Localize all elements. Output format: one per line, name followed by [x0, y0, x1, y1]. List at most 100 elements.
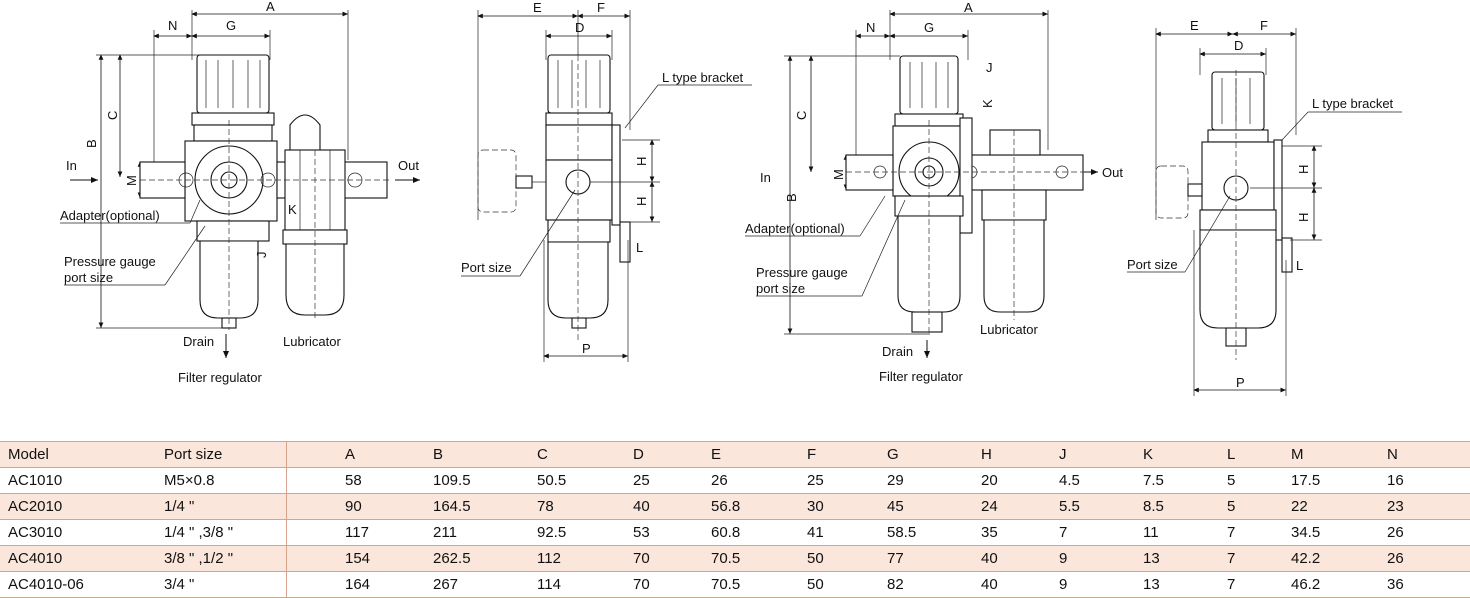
gauge-label-1b: port size — [64, 270, 113, 285]
col-header-d: D — [633, 446, 644, 463]
dimensions-table: Model Port size A B C D E F G H J K L M … — [0, 441, 1470, 598]
dim-d-label-1: D — [575, 20, 584, 35]
col-header-l: L — [1227, 446, 1236, 463]
table-cell: 5 — [1227, 472, 1236, 489]
table-cell: 78 — [537, 498, 554, 515]
table-cell: 82 — [887, 576, 904, 593]
dim-e-label-2: E — [1190, 18, 1199, 33]
filter-regulator-label-2: Filter regulator — [879, 369, 963, 384]
port-size-label-2: Port size — [1127, 257, 1178, 272]
table-cell: 50 — [807, 550, 824, 567]
table-cell: 7 — [1227, 576, 1236, 593]
dim-a-label: A — [266, 0, 275, 14]
col-header-m: M — [1291, 446, 1304, 463]
table-cell: 60.8 — [711, 524, 741, 541]
dim-c-label-2: C — [794, 111, 809, 120]
col-header-j: J — [1059, 446, 1067, 463]
table-cell: 1/4 " — [156, 493, 287, 520]
table-cell: AC2010 — [8, 498, 63, 515]
table-cell: 70.5 — [711, 576, 741, 593]
dim-g-label-2: G — [924, 20, 934, 35]
table-cell: AC3010 — [8, 524, 63, 541]
table-cell: 40 — [633, 498, 650, 515]
dim-h-label-1a: H — [634, 157, 649, 166]
dim-p-label-2: P — [1236, 375, 1245, 390]
table-cell: 9 — [1059, 576, 1068, 593]
dim-j-label: J — [254, 252, 269, 259]
l-bracket-label-2: L type bracket — [1312, 96, 1394, 111]
dim-l-label-1: L — [636, 240, 643, 255]
table-cell: 3/4 " — [156, 571, 287, 598]
col-header-k: K — [1143, 446, 1154, 463]
table-cell: 13 — [1143, 576, 1160, 593]
table-cell: 22 — [1291, 498, 1308, 515]
col-header-f: F — [807, 446, 817, 463]
dim-b-label-2: B — [784, 193, 799, 202]
table-cell: 90 — [345, 498, 362, 515]
table-cell: 3/8 " ,1/2 " — [156, 545, 287, 572]
table-cell: 8.5 — [1143, 498, 1164, 515]
dim-f-label-2: F — [1260, 18, 1268, 33]
table-cell: 7 — [1227, 524, 1236, 541]
table-cell: 26 — [1387, 524, 1404, 541]
table-cell: 40 — [981, 576, 998, 593]
table-cell: 1/4 " ,3/8 " — [156, 519, 287, 546]
table-cell: 20 — [981, 472, 998, 489]
dim-m-label-2: M — [831, 169, 846, 180]
gauge-label-2b: port size — [756, 281, 805, 296]
l-bracket-label-1: L type bracket — [662, 70, 744, 85]
out-label-1: Out — [398, 158, 419, 173]
table-cell: 267 — [433, 576, 459, 593]
dim-a-label-2: A — [964, 0, 973, 15]
table-cell: 5 — [1227, 498, 1236, 515]
gauge-label-2a: Pressure gauge — [756, 265, 848, 280]
table-cell: 58.5 — [887, 524, 917, 541]
side-view-2: E F D P H H L L type bracket Port size — [1127, 18, 1402, 396]
table-cell: 41 — [807, 524, 824, 541]
dim-b-label: B — [84, 139, 99, 148]
table-cell: 211 — [433, 524, 457, 541]
table-cell: 77 — [887, 550, 904, 567]
front-view-combo-2: A N G B C M J K — [745, 0, 1123, 384]
table-cell: 58 — [345, 472, 362, 489]
table-cell: 26 — [1387, 550, 1404, 567]
table-cell: 29 — [887, 472, 904, 489]
dim-p-label-1: P — [582, 341, 591, 356]
table-cell: 17.5 — [1291, 472, 1321, 489]
table-cell: 26 — [711, 472, 728, 489]
dim-n-label-2: N — [866, 20, 875, 35]
dim-n-label: N — [168, 18, 177, 33]
col-header-port-size: Port size — [156, 441, 287, 468]
col-header-h: H — [981, 446, 992, 463]
table-cell: 36 — [1387, 576, 1404, 593]
dim-f-label-1: F — [597, 0, 605, 15]
dim-h-label-2b: H — [1296, 213, 1311, 222]
port-size-label-1: Port size — [461, 260, 512, 275]
table-cell: AC4010-06 — [8, 576, 84, 593]
table-cell: 53 — [633, 524, 650, 541]
table-cell: 5.5 — [1059, 498, 1080, 515]
table-cell: 50.5 — [537, 472, 567, 489]
table-cell: 35 — [981, 524, 998, 541]
table-cell: 56.8 — [711, 498, 741, 515]
table-cell: 7 — [1059, 524, 1068, 541]
drain-label-2: Drain — [882, 344, 913, 359]
table-cell: 4.5 — [1059, 472, 1080, 489]
col-header-n: N — [1387, 446, 1398, 463]
dim-e-label-1: E — [533, 0, 542, 15]
table-cell: 45 — [887, 498, 904, 515]
dim-d-label-2: D — [1234, 38, 1243, 53]
dim-c-label: C — [105, 111, 120, 120]
table-cell: 114 — [537, 576, 561, 593]
table-cell: 23 — [1387, 498, 1404, 515]
in-label-2: In — [760, 170, 771, 185]
col-header-a: A — [345, 446, 356, 463]
lubricator-label-2: Lubricator — [980, 322, 1038, 337]
side-view-1: E F D P H H L L t — [461, 0, 752, 362]
drain-label-1: Drain — [183, 334, 214, 349]
adapter-label-1: Adapter(optional) — [60, 208, 160, 223]
